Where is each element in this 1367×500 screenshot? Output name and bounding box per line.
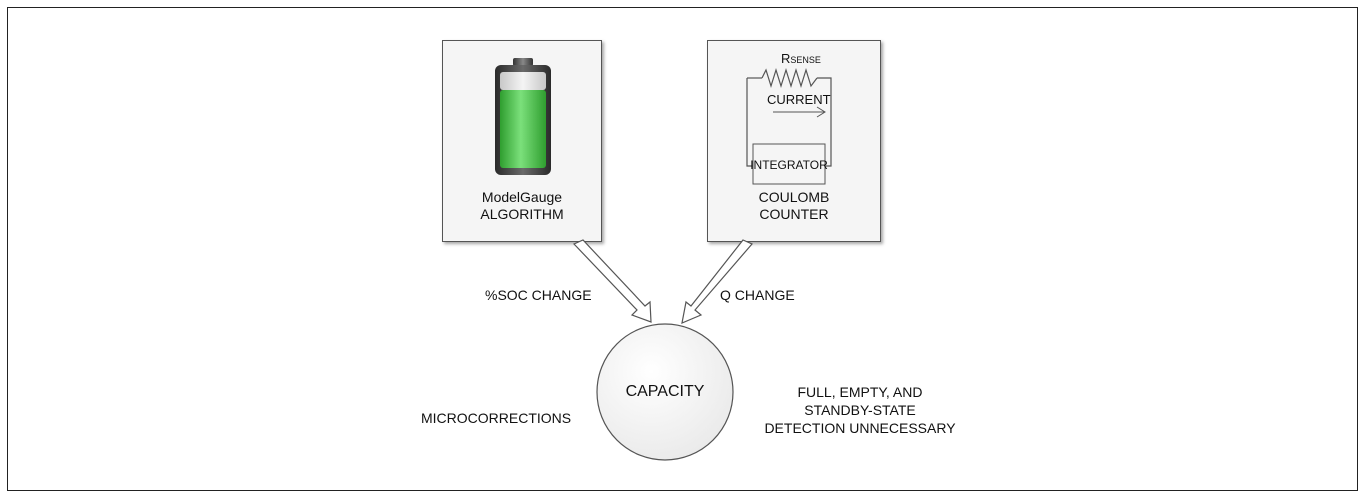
capacity-label: CAPACITY xyxy=(625,383,705,400)
modelgauge-label-line2: ALGORITHM xyxy=(480,206,564,222)
coulomb-counter-label-line1: COULOMB xyxy=(758,189,830,205)
capacity-circle xyxy=(596,323,734,461)
detection-note-line2: STANDBY-STATE xyxy=(804,402,916,418)
soc-change-label: %SOC CHANGE xyxy=(485,287,592,303)
detection-note-line1: FULL, EMPTY, AND xyxy=(797,384,923,400)
battery-icon xyxy=(495,58,551,175)
microcorrections-label: MICROCORRECTIONS xyxy=(421,410,572,426)
current-label: CURRENT xyxy=(767,92,831,107)
integrator-label: INTEGRATOR xyxy=(750,158,828,172)
coulomb-counter-panel xyxy=(707,40,881,242)
current-arrow-icon xyxy=(816,106,826,118)
q-change-label: Q CHANGE xyxy=(720,287,795,303)
detection-note-line3: DETECTION UNNECESSARY xyxy=(764,420,956,436)
resistor-icon xyxy=(761,67,818,89)
modelgauge-label-line1: ModelGauge xyxy=(481,189,563,205)
coulomb-counter-circuit: RSENSE CURRENT INTEGRATOR xyxy=(746,51,832,185)
rsense-label: RSENSE xyxy=(781,51,821,66)
q-change-arrow xyxy=(681,239,753,324)
coulomb-counter-label-line2: COUNTER xyxy=(759,206,829,222)
soc-change-arrow xyxy=(572,239,652,323)
diagram-frame xyxy=(7,7,1358,491)
